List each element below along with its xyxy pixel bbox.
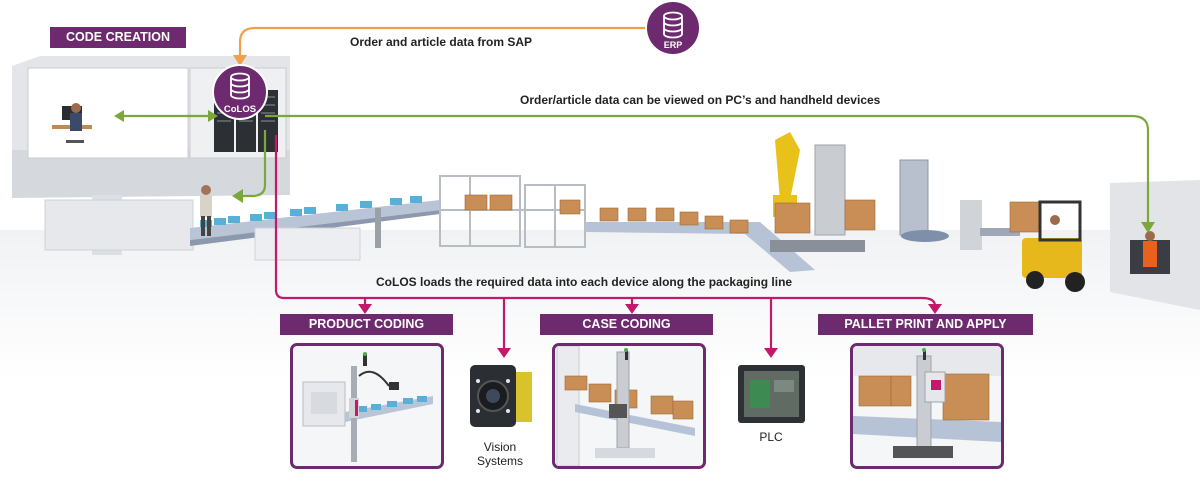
product-coding-image [290, 343, 444, 469]
vision-systems-label: Vision Systems [460, 440, 540, 468]
product-conveyor [190, 185, 440, 261]
erp-label: ERP [663, 40, 683, 50]
vision-camera-icon [470, 365, 532, 427]
warehouse-room [1110, 180, 1200, 310]
database-icon [647, 2, 699, 54]
arrow-head-icon [208, 110, 218, 122]
viewed-flow-label: Order/article data can be viewed on PC’s… [520, 93, 881, 107]
arrow-head-icon [497, 348, 511, 358]
handheld-flow-line [242, 130, 267, 198]
colos-node: CoLOS [212, 64, 268, 120]
arrow-head-icon [114, 110, 124, 122]
plc-screen-icon [738, 365, 805, 423]
pallet-print-apply-image [850, 343, 1004, 469]
code-creation-banner: CODE CREATION [50, 27, 186, 48]
case-coding-image [552, 343, 706, 469]
erp-node: ERP [647, 2, 699, 54]
palletizing-robot [770, 132, 1041, 252]
case-conveyor [464, 194, 815, 272]
arrow-head-icon [764, 348, 778, 358]
arrow-head-icon [625, 304, 639, 314]
arrow-head-icon [232, 189, 243, 203]
arrow-head-icon [233, 55, 247, 66]
sap-flow-line [238, 26, 645, 58]
arrow-head-icon [1141, 222, 1155, 233]
arrow-head-icon [928, 304, 942, 314]
viewed-flow-line [265, 114, 1150, 225]
arrow-head-icon [358, 304, 372, 314]
plc-label: PLC [759, 430, 783, 444]
database-icon [212, 64, 268, 120]
forklift [1022, 200, 1085, 292]
vision-label-line-2: Systems [476, 454, 523, 468]
product-coding-banner: PRODUCT CODING [280, 314, 453, 335]
loads-flow-label: CoLOS loads the required data into each … [376, 275, 793, 289]
case-coding-banner: CASE CODING [540, 314, 713, 335]
pallet-print-apply-banner: PALLET PRINT AND APPLY [818, 314, 1033, 335]
vision-label-line-1: Vision [483, 440, 517, 454]
sap-flow-label: Order and article data from SAP [350, 35, 533, 49]
colos-label: CoLOS [223, 104, 257, 115]
device-load-line [274, 135, 937, 307]
